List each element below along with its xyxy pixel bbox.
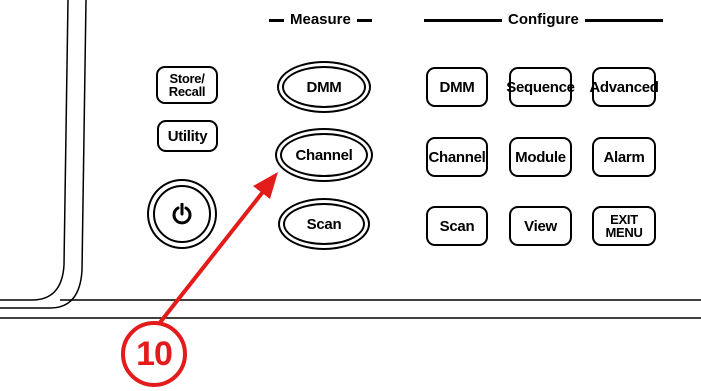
configure-exit-menu-button[interactable]: EXIT MENU [592, 206, 656, 246]
configure-module-button[interactable]: Module [509, 137, 572, 177]
measure-rule-left [269, 18, 284, 22]
configure-scan-button[interactable]: Scan [426, 206, 488, 246]
configure-sequence-button[interactable]: Sequence [506, 67, 575, 107]
bezel-outer-edge [0, 0, 87, 309]
callout-badge: 10 [121, 321, 187, 387]
store-recall-button[interactable]: Store/ Recall [156, 66, 218, 104]
configure-dmm-button[interactable]: DMM [426, 67, 488, 107]
power-button[interactable] [153, 185, 211, 243]
measure-dmm-button[interactable]: DMM [282, 66, 366, 108]
configure-alarm-button[interactable]: Alarm [592, 137, 656, 177]
utility-button[interactable]: Utility [157, 120, 218, 152]
configure-rule-left [424, 18, 502, 22]
measure-rule-right [356, 18, 372, 22]
measure-scan-button[interactable]: Scan [283, 203, 365, 245]
configure-rule-right [584, 18, 663, 22]
measure-channel-button[interactable]: Channel [280, 133, 368, 177]
power-icon [172, 203, 192, 225]
configure-view-button[interactable]: View [509, 206, 572, 246]
callout-number: 10 [136, 334, 173, 373]
configure-header: Configure [424, 11, 663, 29]
configure-advanced-button[interactable]: Advanced [589, 67, 659, 107]
measure-header-label: Measure [290, 11, 351, 28]
configure-channel-button[interactable]: Channel [426, 137, 488, 177]
bezel-inner-edge [0, 0, 69, 301]
configure-header-label: Configure [508, 11, 579, 28]
measure-header: Measure [269, 11, 372, 29]
